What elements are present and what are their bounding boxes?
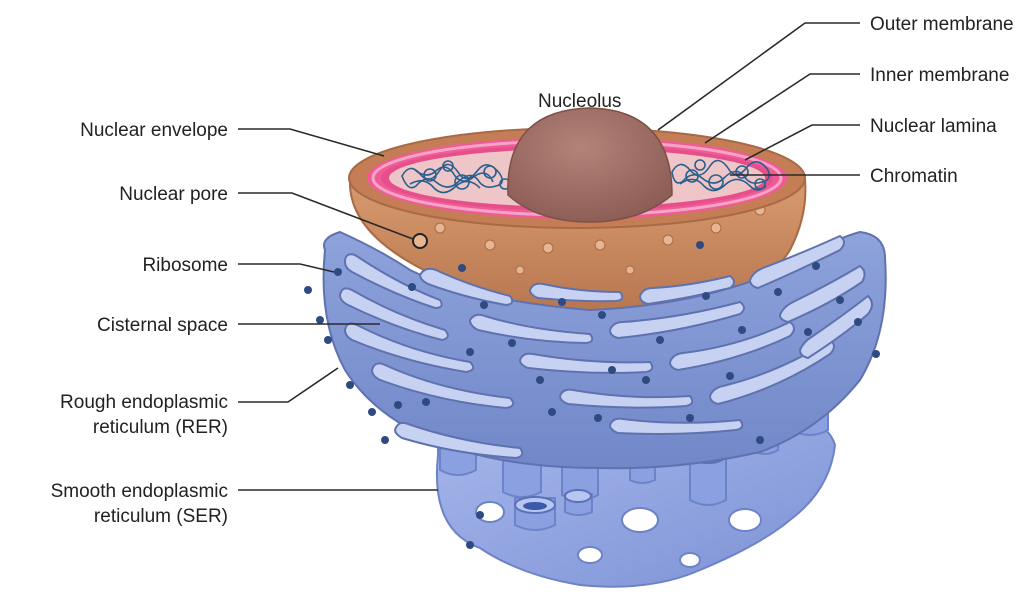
label-ser-line2: reticulum (SER) (94, 506, 228, 527)
label-ribosome: Ribosome (142, 255, 228, 276)
label-ser-line1: Smooth endoplasmic (51, 481, 228, 502)
label-nuclear-pore: Nuclear pore (119, 184, 228, 205)
label-rer-line2: reticulum (RER) (93, 417, 228, 438)
nuclear-pore-highlight (413, 234, 427, 248)
label-cisternal-space: Cisternal space (97, 315, 228, 336)
leader-ribosome (238, 264, 334, 272)
label-inner-membrane: Inner membrane (870, 65, 1009, 86)
label-nucleolus: Nucleolus (538, 91, 621, 112)
leader-nuclear-envelope (238, 129, 384, 156)
leader-outer-membrane (658, 23, 860, 130)
label-nuclear-envelope: Nuclear envelope (80, 120, 228, 141)
leader-rer (238, 368, 338, 402)
label-outer-membrane: Outer membrane (870, 14, 1014, 35)
label-chromatin: Chromatin (870, 166, 958, 187)
leader-inner-membrane (705, 74, 860, 143)
label-rer-line1: Rough endoplasmic (60, 392, 228, 413)
label-nuclear-lamina: Nuclear lamina (870, 116, 997, 137)
nucleolus-body (508, 108, 672, 222)
